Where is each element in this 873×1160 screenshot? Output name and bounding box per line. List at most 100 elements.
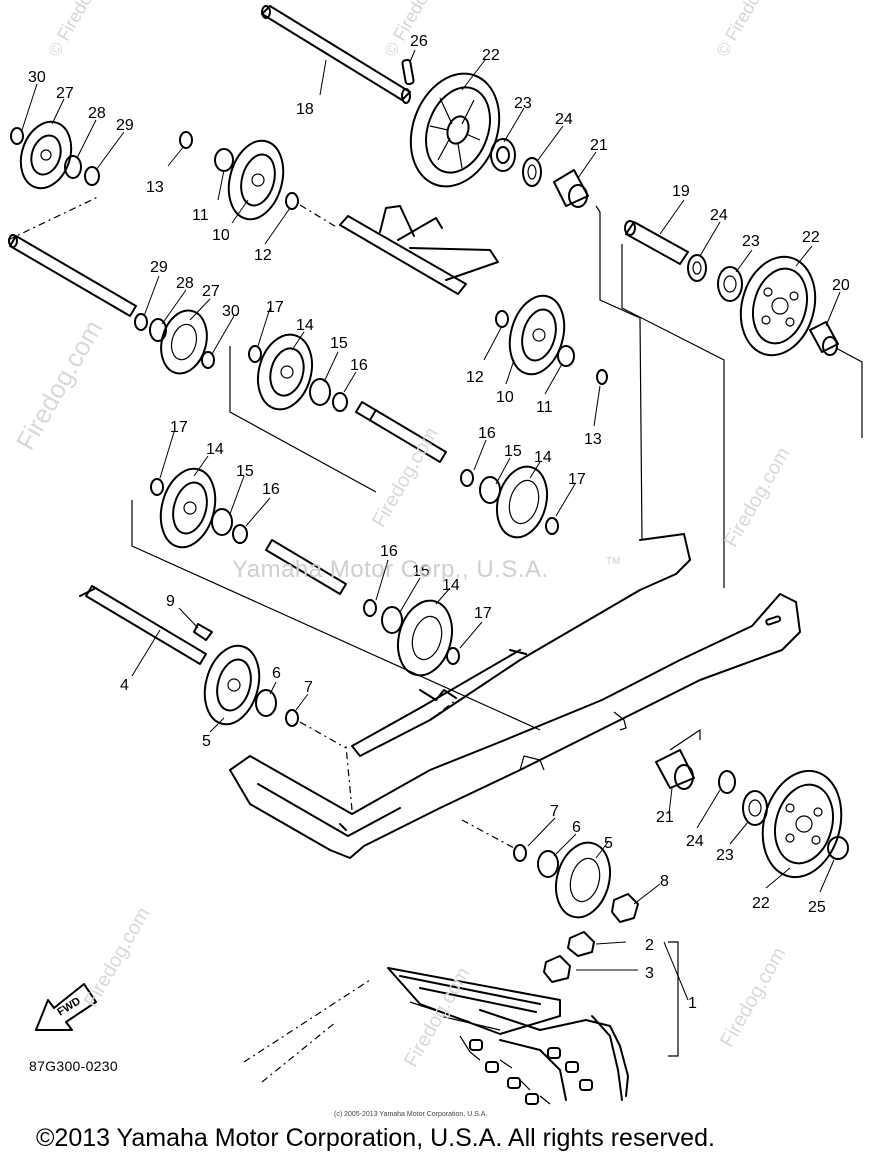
axle-lower	[265, 539, 347, 595]
footer-copyright: ©2013 Yamaha Motor Corporation, U.S.A. A…	[36, 1124, 715, 1152]
label-15-c: 15	[236, 463, 254, 480]
label-13-upper: 13	[146, 179, 164, 196]
label-23-top: 23	[514, 95, 532, 112]
label-4: 4	[120, 677, 129, 694]
rod-19	[624, 220, 689, 265]
cap-20	[809, 321, 839, 356]
wheel-27-upper	[19, 120, 73, 190]
label-20: 20	[832, 277, 850, 294]
spacer-24-rear	[718, 770, 736, 794]
shaft-18	[261, 5, 411, 104]
label-21-top: 21	[590, 137, 608, 154]
axle-4	[79, 585, 207, 665]
label-16-d: 16	[380, 543, 398, 560]
label-22-rear: 22	[752, 895, 770, 912]
label-27-lower: 27	[202, 283, 220, 300]
label-29-lower: 29	[150, 259, 168, 276]
label-14-d: 14	[442, 577, 460, 594]
bearing-15-c	[211, 508, 233, 536]
label-28-upper: 28	[88, 105, 106, 122]
label-23-rear: 23	[716, 847, 734, 864]
clip-7-front	[285, 709, 299, 727]
label-17-d: 17	[474, 605, 492, 622]
label-22-top: 22	[482, 47, 500, 64]
collar-21-rear	[655, 749, 695, 790]
trademark-mark: TM	[606, 556, 621, 567]
bearing-11-upper	[214, 148, 234, 172]
clip-12-lower	[495, 310, 509, 328]
label-23-right: 23	[742, 233, 760, 250]
label-16-b: 16	[478, 425, 496, 442]
label-17-c: 17	[170, 419, 188, 436]
fwd-label: FWD	[55, 995, 83, 1018]
axle-center	[355, 401, 447, 463]
clip-29-upper	[84, 166, 100, 186]
collar-21-top	[553, 169, 589, 208]
bearing-6-front	[255, 689, 277, 717]
label-10-upper: 10	[212, 227, 230, 244]
label-17-a: 17	[266, 299, 284, 316]
label-9: 9	[166, 593, 175, 610]
label-6-front: 6	[272, 665, 281, 682]
label-21-rear: 21	[656, 809, 674, 826]
wheel-10-lower	[508, 294, 566, 376]
wheel-22-rear	[761, 769, 843, 879]
spacer-24-top	[522, 157, 542, 187]
label-2: 2	[645, 937, 654, 954]
label-7-rear: 7	[550, 803, 559, 820]
leader-lines	[21, 49, 841, 1001]
slide-rail-frame	[229, 533, 801, 859]
label-7-front: 7	[304, 679, 313, 696]
bolt-9	[193, 623, 213, 641]
label-18: 18	[296, 101, 314, 118]
label-19: 19	[672, 183, 690, 200]
wheel-10-upper	[227, 139, 285, 221]
label-29-upper: 29	[116, 117, 134, 134]
label-11-lower: 11	[536, 399, 553, 416]
clip-17-d	[446, 647, 460, 665]
label-5-front: 5	[202, 733, 211, 750]
label-14-c: 14	[206, 441, 224, 458]
wheel-14-d	[397, 599, 453, 677]
slider-2	[567, 931, 595, 957]
bearing-28-lower	[149, 318, 167, 342]
wheel-14-b	[496, 465, 548, 539]
nut-8	[611, 893, 639, 923]
part-labels: 30 27 28 29 13 11 10 12 26 18 22 23 24 2…	[28, 33, 850, 1012]
label-10-lower: 10	[496, 389, 514, 406]
bearing-28-upper	[64, 155, 82, 179]
label-24-right: 24	[710, 207, 728, 224]
label-28-lower: 28	[176, 275, 194, 292]
label-11-upper: 11	[192, 207, 209, 224]
label-14-b: 14	[534, 449, 552, 466]
label-17-b: 17	[568, 471, 586, 488]
clip-30-lower	[201, 351, 215, 369]
label-12-lower: 12	[466, 369, 484, 386]
label-12-upper: 12	[254, 247, 272, 264]
label-25: 25	[808, 899, 826, 916]
ring-16-d	[363, 599, 377, 617]
wheel-22-right	[739, 255, 817, 357]
ring-16-b	[460, 469, 474, 487]
clip-17-c	[150, 478, 164, 496]
bearing-15-d	[381, 606, 403, 634]
spacer-24-right	[687, 254, 707, 282]
clip-3	[543, 955, 571, 983]
wheel-14-c	[159, 467, 217, 549]
label-26: 26	[410, 33, 428, 50]
label-16-c: 16	[262, 481, 280, 498]
wheel-5-front	[203, 644, 261, 726]
fine-print-copyright: (c) 2005-2013 Yamaha Motor Corporation, …	[334, 1111, 488, 1118]
clip-12-upper	[285, 192, 299, 210]
label-6-rear: 6	[572, 819, 581, 836]
bearing-15-a	[309, 378, 331, 406]
label-3: 3	[645, 965, 654, 982]
ring-16-c	[232, 524, 248, 544]
clip-7-rear	[513, 844, 527, 862]
track-assembly	[243, 967, 629, 1105]
clip-17-a	[248, 345, 262, 363]
bearing-6-rear	[537, 850, 559, 878]
label-5-rear: 5	[604, 835, 613, 852]
clip-29-lower	[134, 313, 148, 331]
pivot-arm	[339, 205, 499, 295]
